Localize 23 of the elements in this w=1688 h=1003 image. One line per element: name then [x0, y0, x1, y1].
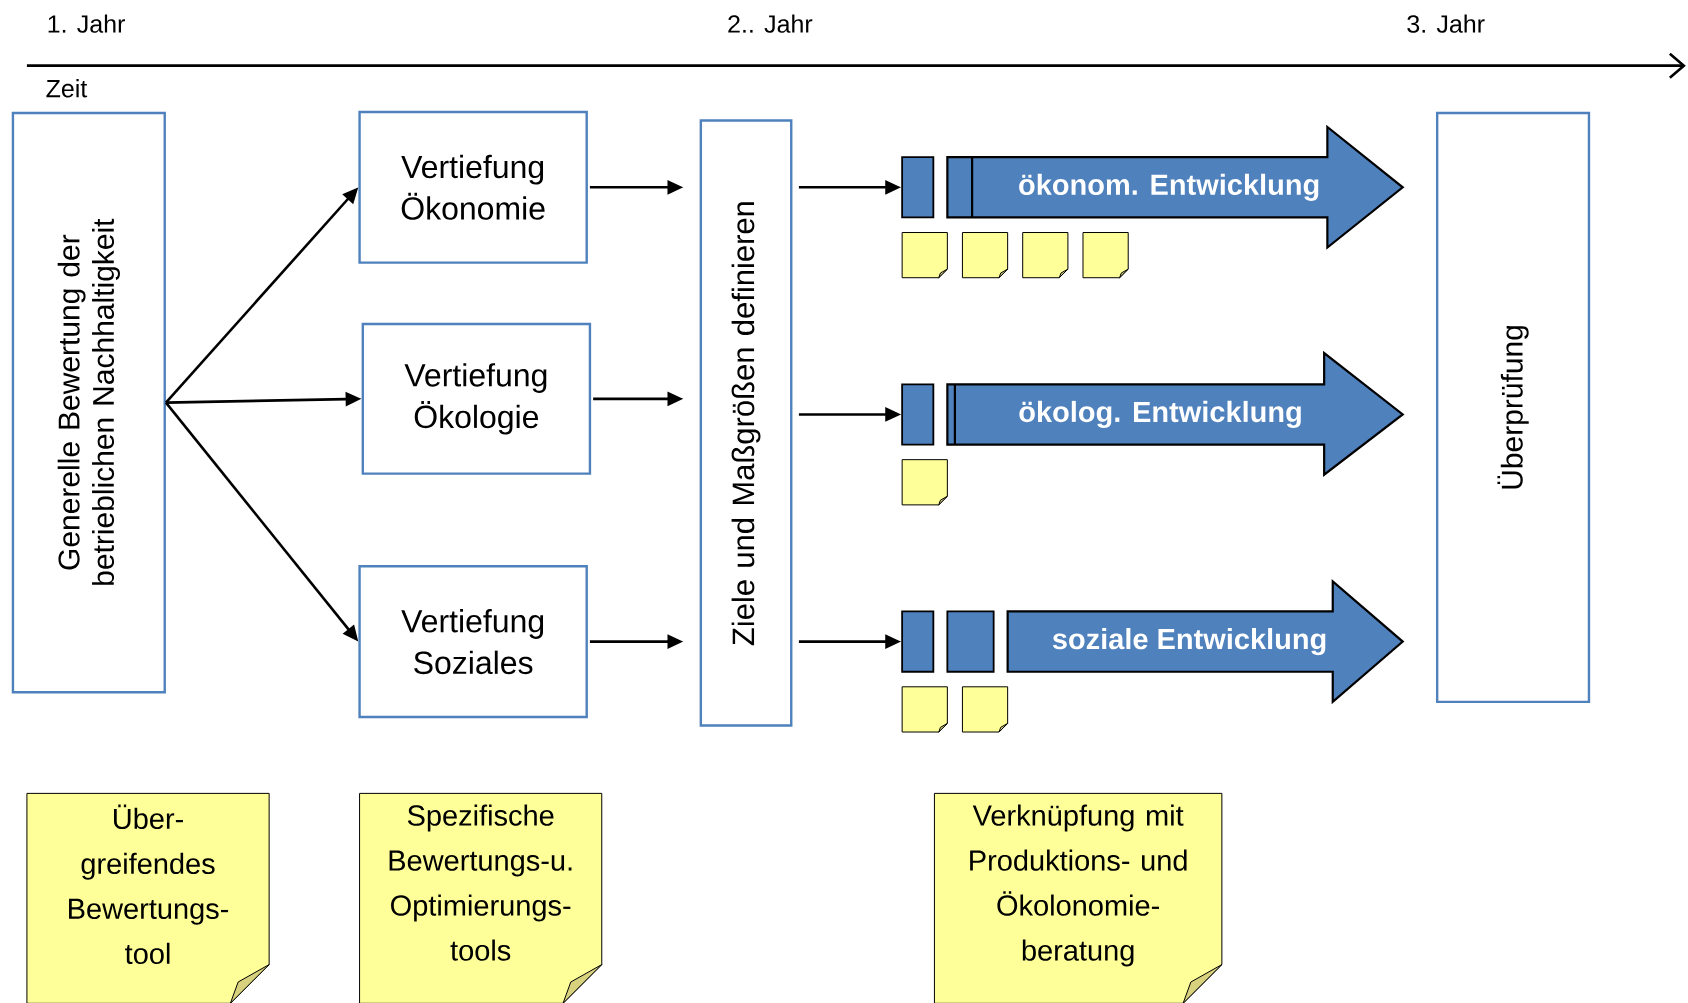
sticky-note	[1082, 231, 1129, 279]
sticky-note	[1022, 231, 1069, 279]
sticky-note: Verknüpfung mit Produktions- und Ökolonomie- beratung	[933, 792, 1223, 1003]
sticky-note: Über- greifendes Bewertungs- tool	[26, 792, 270, 1003]
small-block	[901, 610, 935, 673]
process-box: Generelle Bewertung der betrieblichen Nachhaltigkeit	[11, 111, 166, 694]
process-box: Vertiefung Ökologie	[361, 322, 592, 475]
year-label: 3. Jahr	[1407, 14, 1485, 33]
year-label: 2.. Jahr	[728, 14, 813, 33]
sticky-note	[961, 686, 1009, 733]
year-label: 1. Jahr	[48, 14, 125, 33]
process-box: Vertiefung Ökonomie	[358, 110, 588, 264]
small-block	[901, 383, 935, 446]
sticky-note	[961, 231, 1009, 279]
process-box: Überprüfung	[1435, 111, 1591, 703]
small-block	[901, 156, 935, 219]
process-box: Vertiefung Soziales	[358, 564, 588, 719]
sticky-note	[901, 231, 948, 279]
process-box: Ziele und Maßgrößen definieren	[699, 119, 793, 727]
sticky-note	[901, 686, 948, 733]
small-block	[946, 610, 995, 673]
sticky-note: Spezifische Bewertungs-u. Optimierungs- tools	[359, 792, 603, 1003]
sticky-note	[901, 459, 948, 506]
